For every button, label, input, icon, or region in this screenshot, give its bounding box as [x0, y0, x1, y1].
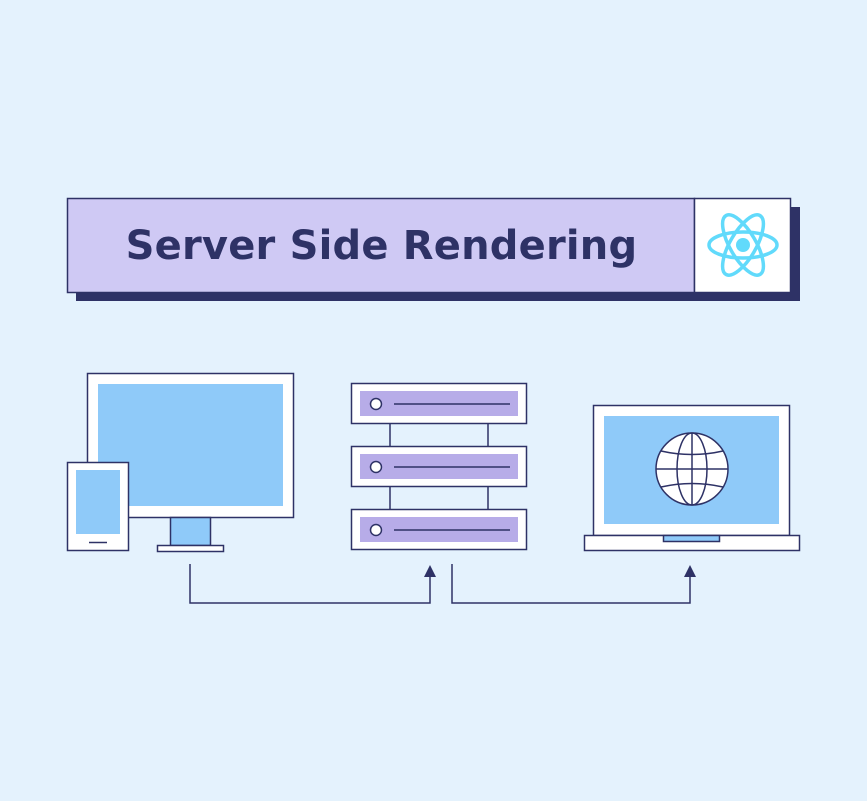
banner-body: [66, 197, 696, 294]
phone: [66, 461, 130, 552]
globe-icon: [655, 432, 729, 506]
react-atom-icon: [707, 213, 779, 277]
arrow-up-icon: [424, 565, 436, 577]
title-banner: [66, 197, 800, 301]
server-unit: [350, 382, 528, 425]
laptop-globe-icon: [583, 404, 801, 552]
server-unit: [350, 445, 528, 488]
connector-client-to-server: [189, 564, 436, 604]
desktop-and-phone-icon: [66, 372, 295, 553]
arrow-up-icon: [684, 565, 696, 577]
page-title: Server Side Rendering: [125, 222, 638, 269]
server-rack-icon: [350, 382, 528, 551]
connector-server-to-browser: [451, 564, 696, 604]
server-unit: [350, 508, 528, 551]
